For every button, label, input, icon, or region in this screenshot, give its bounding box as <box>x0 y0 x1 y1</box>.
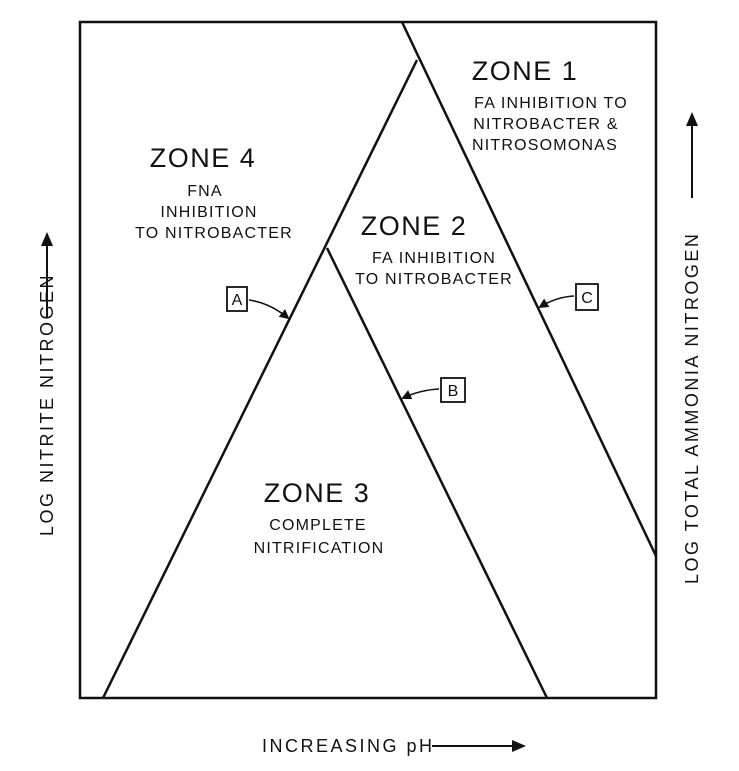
boundary-tag-a-text: A <box>232 292 243 309</box>
zone-1-desc-line-1: FA INHIBITION TO <box>474 95 628 112</box>
boundary-line-a <box>101 59 419 699</box>
boundary-tag-a-box <box>226 286 248 312</box>
x-axis: INCREASING pH <box>262 736 526 756</box>
boundary-tag-b-arrow <box>401 388 440 400</box>
plot-frame <box>78 20 658 700</box>
zone-3-desc-line-2: NITRIFICATION <box>254 540 385 557</box>
zone-1-desc-line-2: NITROBACTER & <box>473 116 618 133</box>
zone-1-desc-line-3: NITROSOMONAS <box>472 137 618 154</box>
boundary-tag-b-text: B <box>448 383 459 400</box>
zone-2-desc-line-1: FA INHIBITION <box>372 250 496 267</box>
y-left-axis: LOG NITRITE NITROGEN <box>37 232 57 536</box>
zone-2-desc-line-2: TO NITROBACTER <box>355 271 513 288</box>
zone-1-label: ZONE 1 FA INHIBITION TO NITROBACTER & NI… <box>472 56 628 154</box>
zone-3-title: ZONE 3 <box>264 478 371 508</box>
boundary-tag-b-box <box>440 377 466 403</box>
y-right-axis-label: LOG TOTAL AMMONIA NITROGEN <box>682 232 702 584</box>
boundary-tag-c-box <box>575 283 599 311</box>
zone-3-label: ZONE 3 COMPLETE NITRIFICATION <box>254 478 385 557</box>
boundary-tag-c: C <box>538 283 599 311</box>
zone-2-label: ZONE 2 FA INHIBITION TO NITROBACTER <box>355 211 513 288</box>
zone-2-title: ZONE 2 <box>361 211 468 241</box>
boundary-tag-a: A <box>226 286 290 320</box>
boundary-tag-c-text: C <box>581 290 593 307</box>
y-left-axis-label: LOG NITRITE NITROGEN <box>37 273 57 536</box>
boundary-line-b <box>325 247 549 699</box>
boundary-line-c <box>400 21 658 557</box>
zone-4-title: ZONE 4 <box>150 143 257 173</box>
zone-4-desc-line-3: TO NITROBACTER <box>135 225 293 242</box>
zone-3-desc-line-1: COMPLETE <box>269 517 367 534</box>
boundary-tag-b: B <box>401 377 466 403</box>
x-axis-label: INCREASING pH <box>262 736 435 756</box>
zone-4-desc-line-2: INHIBITION <box>160 204 257 221</box>
boundary-tag-a-arrow <box>248 299 290 320</box>
zone-4-label: ZONE 4 FNA INHIBITION TO NITROBACTER <box>135 143 293 242</box>
boundary-tag-c-arrow <box>538 295 575 309</box>
zone-4-desc-line-1: FNA <box>187 183 223 200</box>
zone-1-title: ZONE 1 <box>472 56 579 86</box>
y-right-axis: LOG TOTAL AMMONIA NITROGEN <box>682 112 702 584</box>
